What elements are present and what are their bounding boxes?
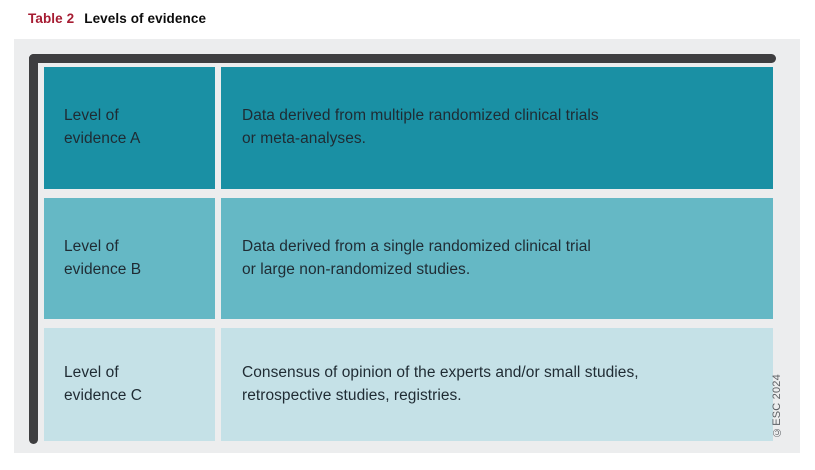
level-label-c: Level of evidence C — [64, 362, 142, 408]
level-label-c-line1: Level of — [64, 363, 119, 381]
level-label-b-line2: evidence B — [64, 260, 142, 278]
table-row: Level of evidence C Consensus of opinion… — [44, 328, 773, 441]
levels-of-evidence-table: Level of evidence A Data derived from mu… — [44, 67, 773, 441]
level-label-b-line1: Level of — [64, 237, 119, 255]
bracket-top-bar — [29, 54, 776, 63]
level-cell-a: Level of evidence A — [44, 67, 215, 189]
description-c-line1: Consensus of opinion of the experts and/… — [242, 363, 639, 381]
description-cell-b: Data derived from a single randomized cl… — [221, 198, 773, 319]
copyright-notice: ©ESC 2024 — [771, 374, 783, 438]
description-b-line1: Data derived from a single randomized cl… — [242, 237, 591, 255]
level-label-c-line2: evidence C — [64, 386, 143, 404]
level-label-a: Level of evidence A — [64, 105, 140, 151]
level-cell-c: Level of evidence C — [44, 328, 215, 441]
description-a-line1: Data derived from multiple randomized cl… — [242, 107, 599, 125]
description-text-c: Consensus of opinion of the experts and/… — [242, 362, 639, 408]
level-label-b: Level of evidence B — [64, 236, 141, 282]
level-cell-b: Level of evidence B — [44, 198, 215, 319]
level-label-a-line1: Level of — [64, 107, 119, 125]
description-c-line2: retrospective studies, registries. — [242, 386, 462, 404]
table-caption-number: Table 2 — [28, 11, 75, 26]
description-cell-c: Consensus of opinion of the experts and/… — [221, 328, 773, 441]
description-text-b: Data derived from a single randomized cl… — [242, 236, 591, 282]
table-caption: Table 2 Levels of evidence — [28, 11, 206, 26]
table-row: Level of evidence A Data derived from mu… — [44, 67, 773, 189]
table-caption-title: Levels of evidence — [84, 11, 207, 26]
description-b-line2: or large non-randomized studies. — [242, 260, 471, 278]
table-row: Level of evidence B Data derived from a … — [44, 198, 773, 319]
description-a-line2: or meta-analyses. — [242, 130, 367, 147]
description-cell-a: Data derived from multiple randomized cl… — [221, 67, 773, 189]
level-label-a-line2: evidence A — [64, 130, 141, 147]
bracket-left-bar — [29, 54, 38, 444]
description-text-a: Data derived from multiple randomized cl… — [242, 105, 599, 151]
